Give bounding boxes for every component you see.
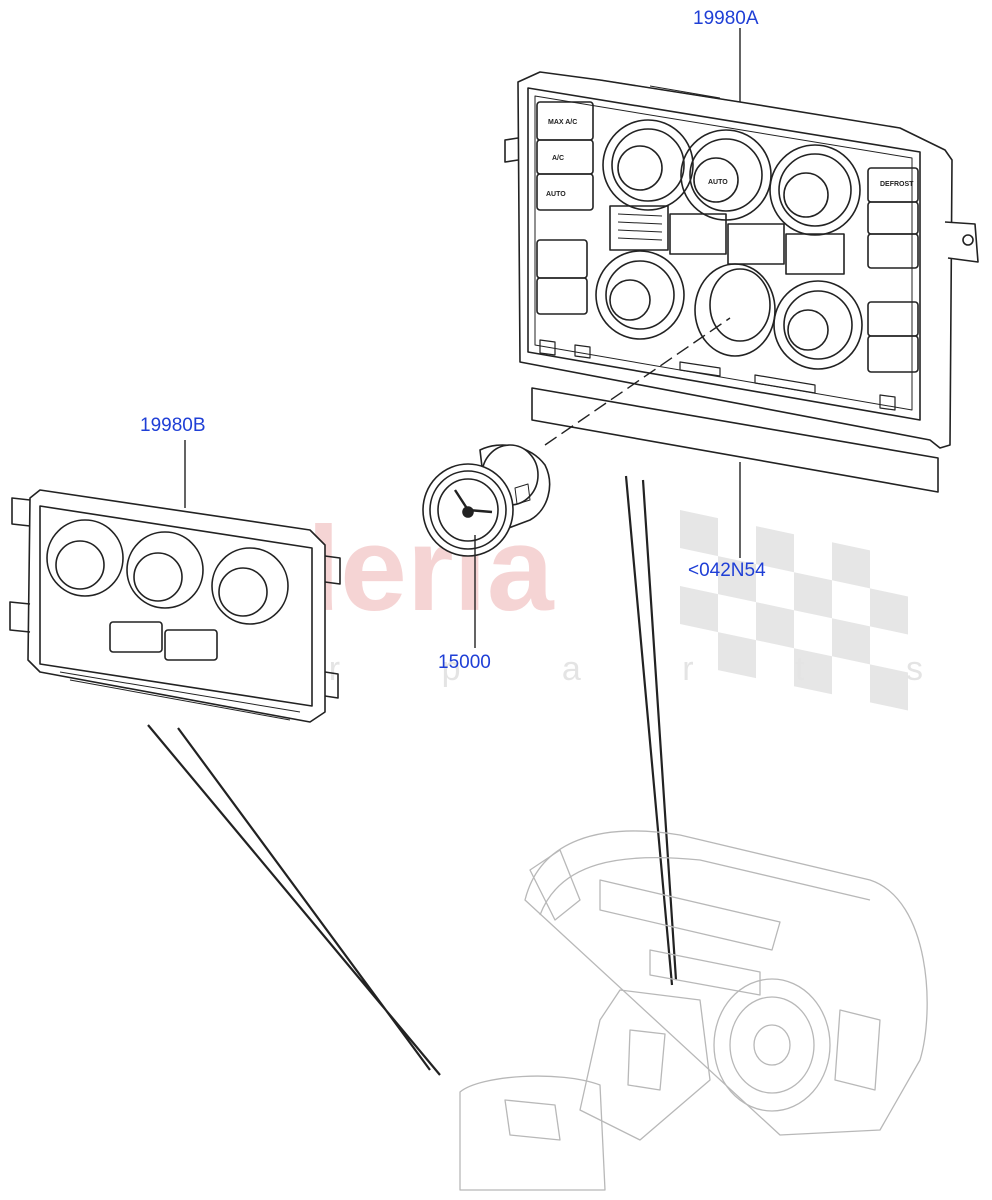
callout-19980B[interactable]: 19980B <box>140 415 206 436</box>
defrost-label: DEFROST <box>880 181 914 188</box>
callout-19980A[interactable]: 19980A <box>693 8 759 29</box>
trim-strip <box>531 387 939 493</box>
callout-15000[interactable]: 15000 <box>438 652 491 673</box>
auto-recirc-label: AUTO <box>546 191 566 198</box>
ac-label: A/C <box>552 155 564 162</box>
dashboard-ghost <box>459 830 928 1191</box>
front-climate-panel <box>504 71 979 449</box>
max-ac-label: MAX A/C <box>548 119 577 126</box>
callout-042N54[interactable]: <042N54 <box>688 560 766 581</box>
auto-center-label: AUTO <box>708 179 728 186</box>
clock-part <box>422 444 551 557</box>
rear-climate-panel <box>9 489 341 723</box>
